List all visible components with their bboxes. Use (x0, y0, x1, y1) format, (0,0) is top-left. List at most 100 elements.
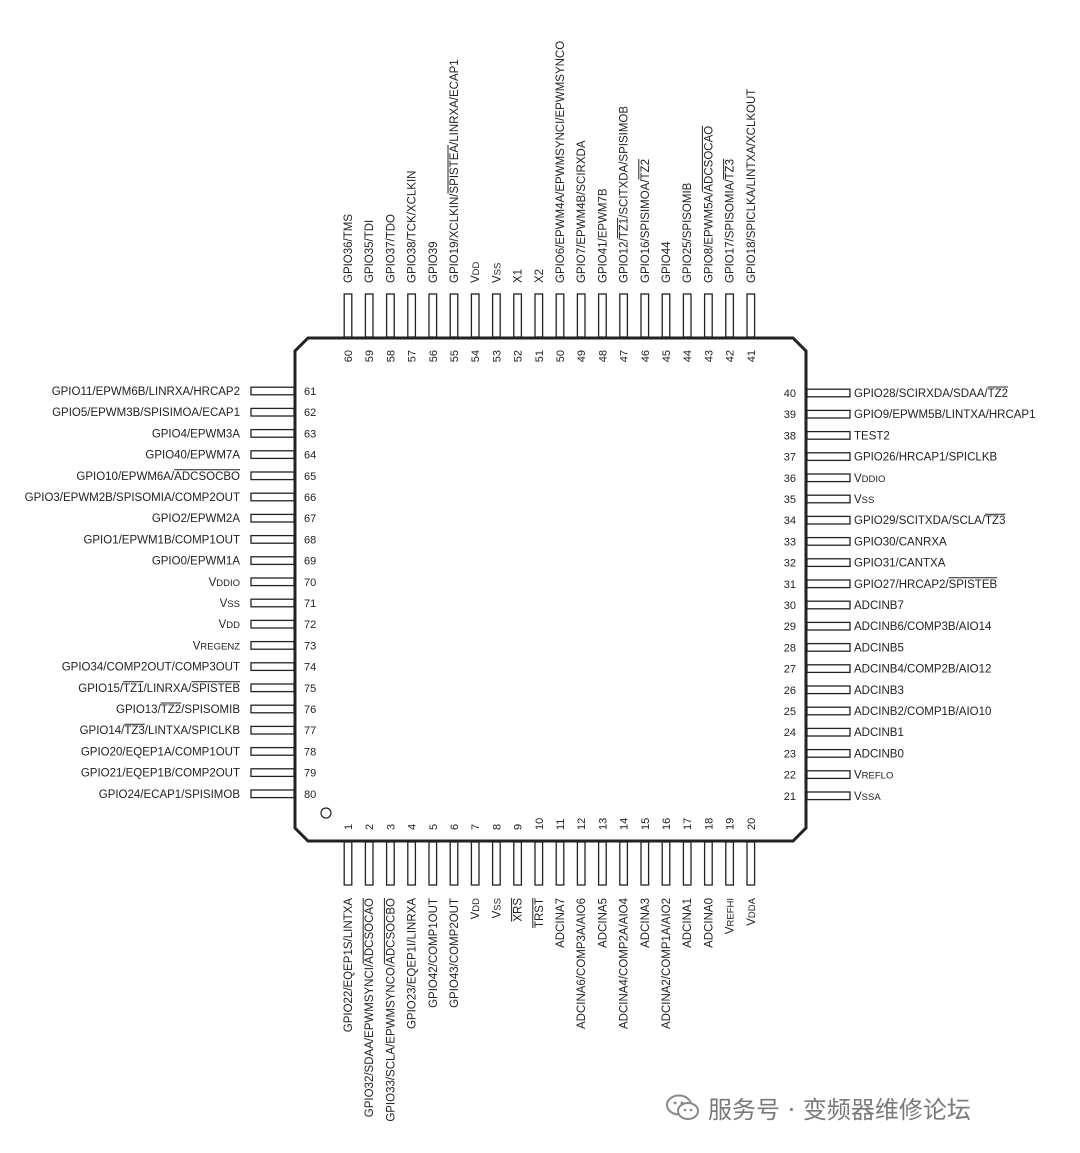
pin-lead (250, 789, 295, 799)
pin-number: 6 (449, 824, 461, 830)
pin-lead (703, 841, 713, 886)
pin-label: ADCINA5 (597, 898, 609, 948)
pin-number: 33 (784, 536, 796, 548)
pin-label: VSS (220, 598, 240, 610)
pin-lead (725, 293, 735, 338)
pin-label: ADCINB6/COMP3B/AIO14 (854, 621, 992, 633)
pin-label: GPIO29/SCITXDA/SCLA/TZ3 (854, 515, 1005, 527)
pin-label: ADCINB2/COMP1B/AIO10 (854, 706, 991, 718)
pin-lead (250, 619, 295, 629)
pin-number: 78 (304, 746, 316, 758)
pin-lead (806, 473, 851, 483)
pin-number: 8 (491, 824, 503, 830)
pin-number: 13 (597, 818, 609, 830)
pin-lead (534, 841, 544, 886)
pin-number: 47 (619, 350, 631, 362)
pin-number: 21 (784, 791, 796, 803)
pin-lead (806, 388, 851, 398)
pin-label: VDD (470, 261, 482, 283)
pin-label: XRS (513, 898, 525, 922)
pin-lead (806, 770, 851, 780)
pin-lead (806, 791, 851, 801)
pin-number: 7 (470, 824, 482, 830)
pin-lead (640, 293, 650, 338)
pin-number: 23 (784, 748, 796, 760)
pin-label: GPIO1/EPWM1B/COMP1OUT (83, 534, 240, 546)
pin-lead (250, 386, 295, 396)
pin-label: ADCINB4/COMP2B/AIO12 (854, 664, 991, 676)
pin-label: GPIO14/TZ3/LINTXA/SPICLKB (80, 725, 241, 737)
pin-number: 22 (784, 770, 796, 782)
pin-number: 4 (407, 824, 419, 830)
pin-lead (250, 640, 295, 650)
pin-number: 43 (703, 350, 715, 362)
pin-lead (407, 293, 417, 338)
pin-lead (449, 841, 459, 886)
pin-25: 25 ADCINB2/COMP1B/AIO10 (784, 706, 992, 718)
pin-lead (470, 293, 480, 338)
pin-number: 26 (784, 685, 796, 697)
pin-label: GPIO24/ECAP1/SPISIMOB (99, 789, 241, 801)
pin-label: VDDIO (854, 473, 885, 485)
pin-label: GPIO30/CANRXA (854, 536, 947, 548)
pin-lead (746, 841, 756, 886)
pin-lead (619, 293, 629, 338)
pin-lead (513, 841, 523, 886)
pin-number: 25 (784, 706, 796, 718)
pin-number: 46 (640, 350, 652, 362)
pin-number: 38 (784, 430, 796, 442)
pin-number: 58 (385, 350, 397, 362)
pin-label: GPIO20/EQEP1A/COMP1OUT (81, 746, 240, 758)
pin-number: 2 (364, 824, 376, 830)
pin-label: GPIO6/EPWM4A/EPWMSYNCI/EPWMSYNCO (555, 41, 567, 283)
pin-lead (725, 841, 735, 886)
pin-number: 60 (343, 350, 355, 362)
pin-label: GPIO16/SPISIMOA/TZ2 (640, 159, 652, 283)
pin-label: ADCINB5 (854, 642, 904, 654)
pin-number: 49 (576, 350, 588, 362)
pin-number: 19 (725, 818, 737, 830)
pin-lead (682, 293, 692, 338)
pin-lead (806, 430, 851, 440)
pin-label: GPIO43/COMP2OUT (449, 898, 461, 1008)
pin-label: GPIO31/CANTXA (854, 558, 946, 570)
pin-label: GPIO35/TDI (364, 220, 376, 283)
pin-label: VDD (219, 619, 241, 631)
pin-lead (806, 664, 851, 674)
pin-lead (682, 841, 692, 886)
pin-number: 20 (746, 818, 758, 830)
pin-label: GPIO11/EPWM6B/LINRXA/HRCAP2 (52, 386, 240, 398)
pin-lead (806, 409, 851, 419)
pin-label: VDDA (746, 897, 758, 925)
pin-number: 55 (449, 350, 461, 362)
pin-number: 56 (428, 350, 440, 362)
pin-lead (806, 748, 851, 758)
pin-label: GPIO28/SCIRXDA/SDAA/TZ2 (854, 388, 1008, 400)
pin-lead (619, 841, 629, 886)
pin-label: ADCINA6/COMP3A/AIO6 (576, 898, 588, 1029)
pin-lead (806, 452, 851, 462)
wechat-icon (666, 1094, 699, 1120)
pin-number: 69 (304, 556, 316, 568)
pin-number: 57 (407, 350, 419, 362)
pin-lead (534, 293, 544, 338)
